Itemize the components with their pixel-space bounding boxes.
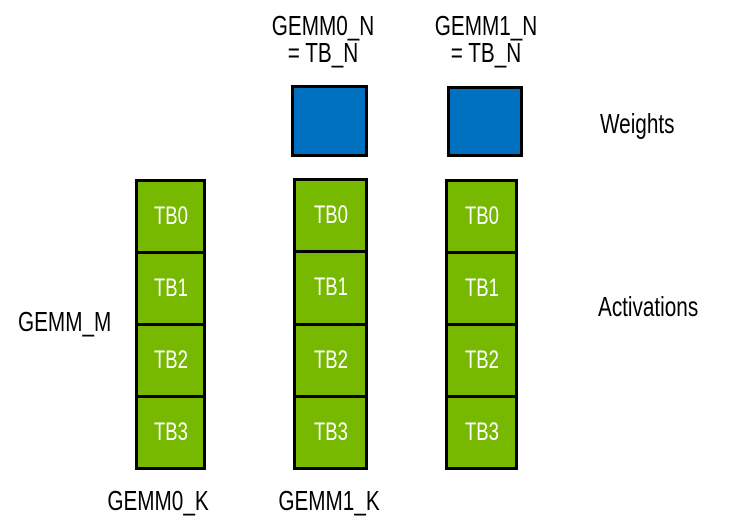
thread-block-cell: TB3 bbox=[448, 398, 515, 467]
gemm0-n-label: GEMM0_N = TB_N bbox=[271, 10, 375, 68]
thread-block-cell: TB0 bbox=[138, 182, 203, 251]
gemm-m-label: GEMM_M bbox=[18, 306, 112, 337]
activation-column-2: TB0 TB1 TB2 TB3 bbox=[445, 179, 518, 470]
tb-label: TB1 bbox=[313, 273, 348, 302]
tb-label: TB1 bbox=[153, 274, 188, 302]
thread-block-cell: TB3 bbox=[138, 398, 203, 467]
gemm0-k-label: GEMM0_K bbox=[107, 485, 209, 516]
thread-block-cell: TB2 bbox=[448, 326, 515, 395]
thread-block-cell: TB2 bbox=[138, 326, 203, 395]
tb-label: TB2 bbox=[464, 346, 499, 374]
tb-label: TB0 bbox=[313, 201, 348, 230]
tb-label: TB1 bbox=[464, 274, 499, 302]
weight-tile-gemm0 bbox=[291, 85, 368, 157]
tb-label: TB3 bbox=[464, 418, 499, 446]
thread-block-cell: TB0 bbox=[296, 181, 365, 251]
tb-label: TB3 bbox=[313, 417, 348, 446]
thread-block-cell: TB1 bbox=[138, 254, 203, 323]
tb-label: TB0 bbox=[464, 202, 499, 230]
thread-block-cell: TB0 bbox=[448, 182, 515, 251]
thread-block-cell: TB3 bbox=[296, 397, 365, 467]
weight-tile-gemm1 bbox=[447, 86, 523, 157]
tb-label: TB2 bbox=[153, 346, 188, 374]
gemm1-n-label: GEMM1_N = TB_N bbox=[434, 10, 538, 68]
thread-block-cell: TB1 bbox=[296, 253, 365, 323]
activations-label: Activations bbox=[598, 291, 699, 322]
weights-label: Weights bbox=[600, 108, 675, 139]
thread-block-cell: TB1 bbox=[448, 254, 515, 323]
thread-block-cell: TB2 bbox=[296, 325, 365, 395]
tb-label: TB3 bbox=[153, 418, 188, 446]
gemm1-k-label: GEMM1_K bbox=[278, 485, 380, 516]
tb-label: TB2 bbox=[313, 345, 348, 374]
activation-column-1: TB0 TB1 TB2 TB3 bbox=[293, 178, 368, 470]
tb-label: TB0 bbox=[153, 202, 188, 230]
activation-column-0: TB0 TB1 TB2 TB3 bbox=[135, 179, 206, 470]
